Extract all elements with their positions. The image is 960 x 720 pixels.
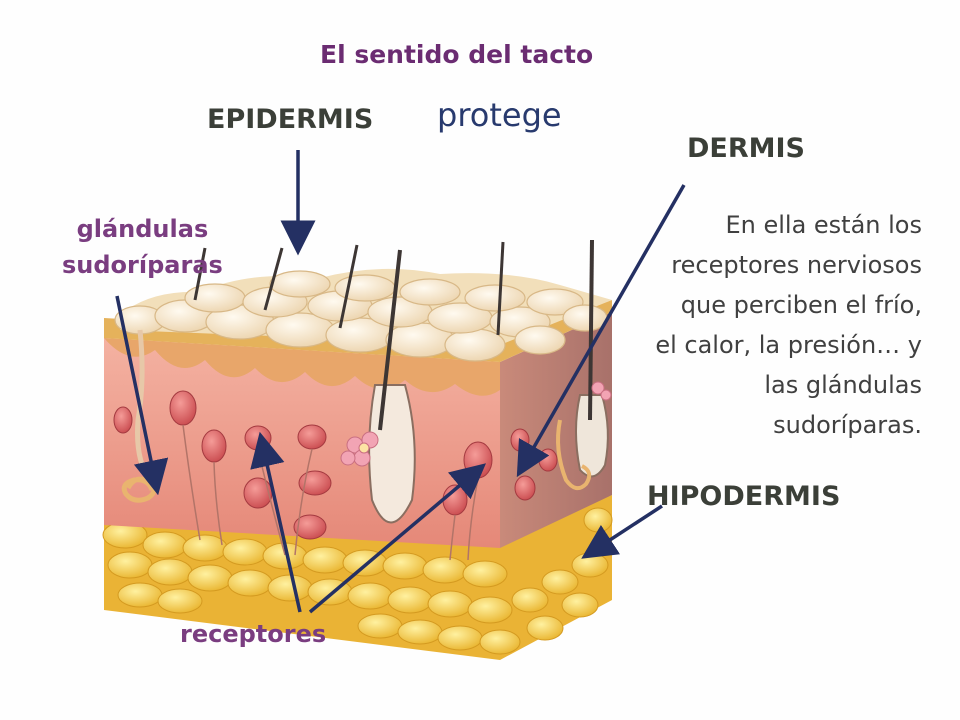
arrow-dermis bbox=[516, 184, 686, 478]
label-protege: protege bbox=[437, 96, 562, 134]
description-line: que perciben el frío, bbox=[680, 291, 922, 319]
label-epidermis: EPIDERMIS bbox=[207, 104, 374, 135]
description-line: sudoríparas. bbox=[773, 411, 922, 439]
hair-follicles bbox=[193, 239, 609, 524]
label-glandulas: glándulas sudoríparas bbox=[62, 211, 223, 283]
label-dermis: DERMIS bbox=[687, 133, 806, 164]
description-line: las glándulas bbox=[764, 371, 922, 399]
dermis-description: En ella están los receptores nerviosos q… bbox=[655, 205, 922, 445]
label-receptores: receptores bbox=[180, 620, 327, 648]
arrow-glandulas bbox=[115, 295, 169, 496]
epidermis-layer bbox=[104, 268, 612, 362]
description-line: el calor, la presión… y bbox=[655, 331, 922, 359]
label-glandulas-line1: glándulas bbox=[76, 215, 209, 243]
annotation-arrows bbox=[115, 150, 686, 614]
arrow-hipodermis bbox=[581, 504, 663, 559]
diagram-title: El sentido del tacto bbox=[320, 40, 594, 69]
arrow-receptor-right bbox=[308, 463, 487, 614]
description-line: receptores nerviosos bbox=[671, 251, 922, 279]
flower-receptor bbox=[340, 381, 612, 467]
hypodermis-layer bbox=[102, 495, 613, 660]
arrow-receptor-left bbox=[250, 431, 302, 613]
label-hipodermis: HIPODERMIS bbox=[647, 481, 841, 512]
label-glandulas-line2: sudoríparas bbox=[62, 251, 223, 279]
description-line: En ella están los bbox=[725, 211, 922, 239]
